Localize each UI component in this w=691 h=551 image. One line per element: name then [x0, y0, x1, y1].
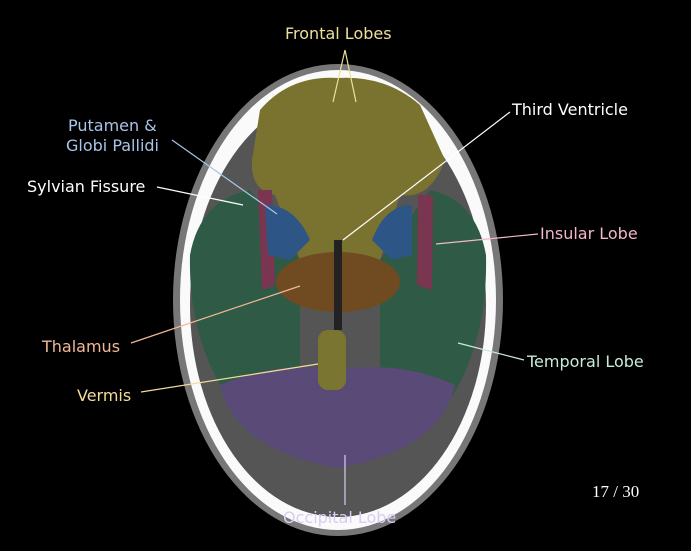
- label-occipital-lobe: Occipital Lobe: [283, 508, 397, 527]
- slice-counter: 17 / 30: [592, 482, 640, 501]
- putamen-region: [265, 205, 412, 260]
- temporal-leader: [457, 342, 525, 361]
- putamen-leader: [171, 139, 278, 215]
- third-ventricle-region: [334, 240, 342, 330]
- label-insular-lobe: Insular Lobe: [540, 224, 638, 243]
- label-third-ventricle: Third Ventricle: [512, 100, 628, 119]
- occipital-lobe-region: [220, 367, 455, 468]
- frontal-lobe-region: [251, 77, 445, 261]
- label-sylvian-fissure: Sylvian Fissure: [27, 177, 146, 196]
- vermis-leader: [140, 363, 319, 393]
- label-temporal-lobe: Temporal Lobe: [527, 352, 644, 371]
- label-putamen-line2: Globi Pallidi: [66, 136, 159, 155]
- sylvian-leader: [156, 186, 244, 206]
- frontal-leader: [332, 49, 357, 103]
- thalamus-leader: [130, 285, 301, 344]
- label-frontal-lobes: Frontal Lobes: [285, 24, 392, 43]
- label-putamen-line1: Putamen &: [68, 116, 157, 135]
- vermis-region: [318, 330, 346, 390]
- third-ventricle-leader: [342, 111, 511, 241]
- label-thalamus: Thalamus: [42, 337, 121, 356]
- insular-leader: [435, 233, 539, 245]
- label-vermis: Vermis: [77, 386, 132, 405]
